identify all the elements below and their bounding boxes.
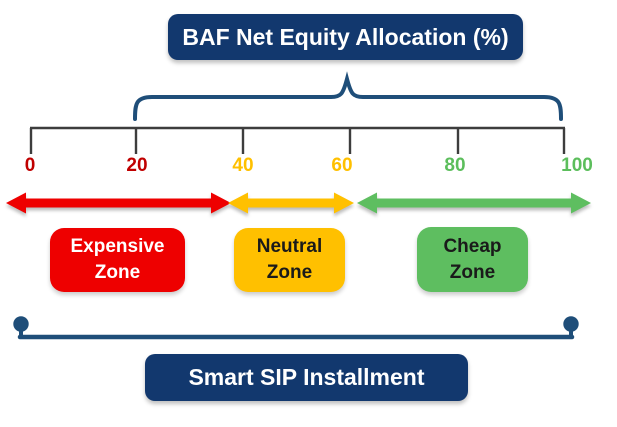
title-banner: BAF Net Equity Allocation (%) xyxy=(168,14,523,60)
tick-label-20: 20 xyxy=(126,155,148,176)
tick-label-60: 60 xyxy=(331,155,353,176)
expensive-range-arrow xyxy=(6,192,231,214)
neutral-range-arrow xyxy=(228,192,354,214)
curly-brace xyxy=(133,71,563,121)
tick-label-0: 0 xyxy=(24,155,36,176)
footer-label: Smart SIP Installment xyxy=(188,364,425,390)
expensive-zone-box: Expensive Zone xyxy=(50,228,185,292)
cheap-zone-box: Cheap Zone xyxy=(417,227,528,292)
page-title: BAF Net Equity Allocation (%) xyxy=(182,23,509,50)
bottom-span-bracket xyxy=(13,316,579,340)
cheap-range-arrow xyxy=(357,192,591,214)
neutral-zone-box: Neutral Zone xyxy=(234,228,345,292)
tick-label-40: 40 xyxy=(232,155,254,176)
tick-label-100: 100 xyxy=(561,155,593,176)
tick-label-80: 80 xyxy=(444,155,466,176)
footer-banner: Smart SIP Installment xyxy=(145,354,468,401)
